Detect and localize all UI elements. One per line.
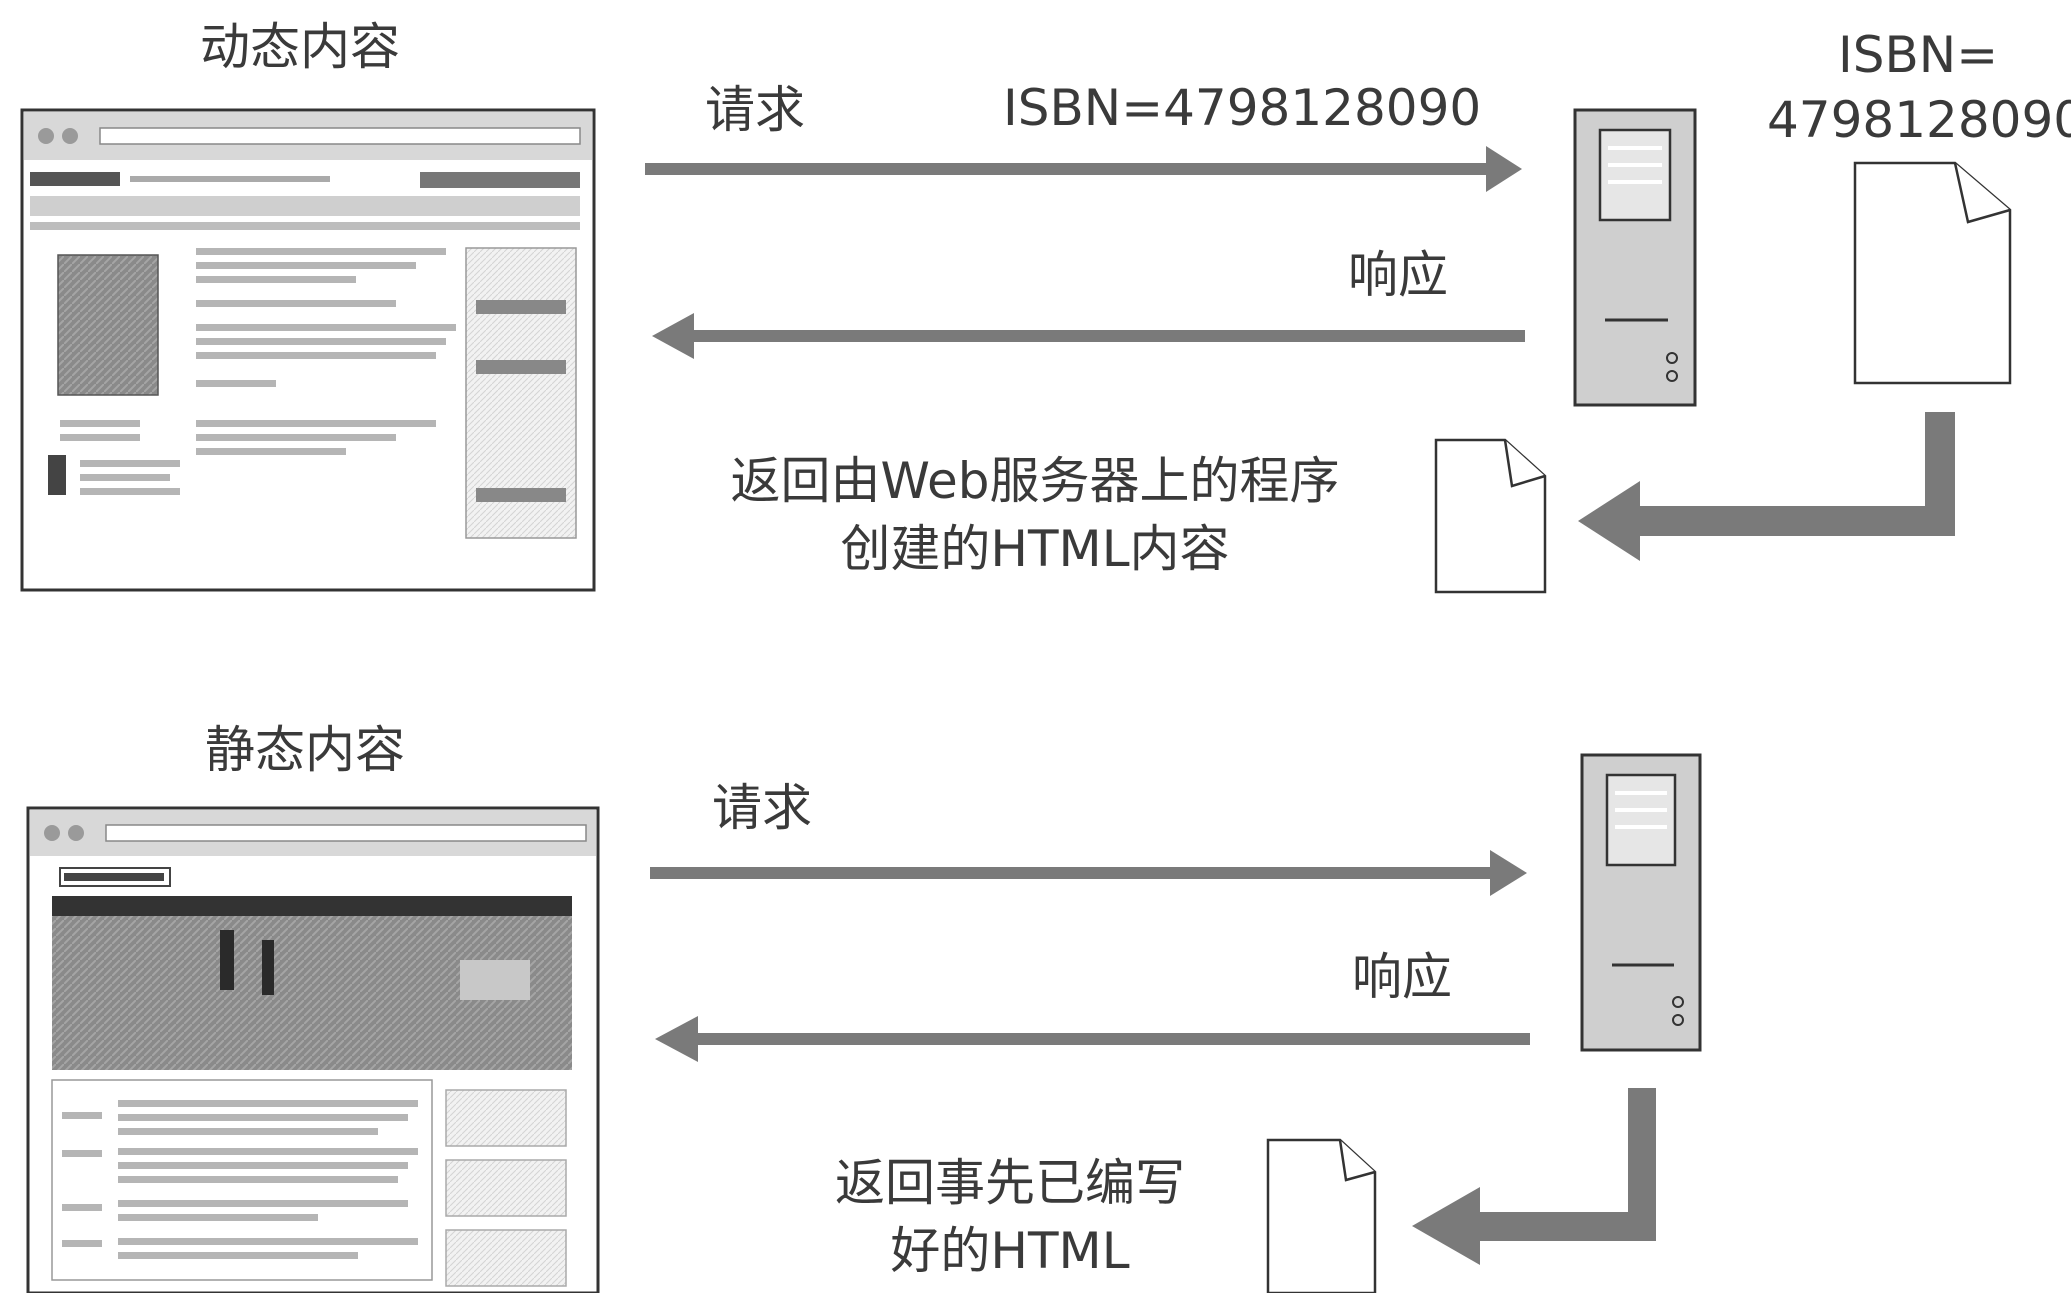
static-caption: 返回事先已编写 好的HTML (790, 1150, 1230, 1285)
dynamic-title: 动态内容 (200, 18, 400, 76)
static-response-arrow-icon (655, 1016, 1530, 1062)
dynamic-return-arrow-icon (1578, 412, 1955, 561)
dynamic-server-icon (1573, 108, 1697, 407)
dynamic-request-arrow-icon (645, 146, 1522, 192)
dynamic-isbn-inline: ISBN=4798128090 (1003, 79, 1482, 137)
static-server-icon (1580, 753, 1702, 1052)
static-caption-line2: 好的HTML (890, 1221, 1130, 1280)
static-request-arrow-icon (650, 850, 1527, 896)
dynamic-response-arrow-icon (652, 313, 1525, 359)
dynamic-caption: 返回由Web服务器上的程序 创建的HTML内容 (705, 448, 1365, 583)
static-caption-line1: 返回事先已编写 (835, 1154, 1185, 1212)
dynamic-html-document-icon (1434, 438, 1547, 594)
dynamic-isbn-prefix: ISBN= (1838, 26, 1999, 84)
dynamic-caption-line2: 创建的HTML内容 (840, 519, 1230, 578)
static-response-label: 响应 (1352, 948, 1452, 1006)
static-html-document-icon (1266, 1138, 1377, 1293)
dynamic-program-document-icon (1853, 161, 2012, 385)
static-return-arrow-icon (1412, 1088, 1656, 1265)
dynamic-response-label: 响应 (1348, 246, 1448, 304)
dynamic-browser-screenshot-icon (20, 108, 596, 592)
dynamic-isbn-number: 4798128090 (1767, 91, 2071, 149)
static-request-label: 请求 (712, 779, 812, 837)
dynamic-caption-line1: 返回由Web服务器上的程序 (730, 452, 1340, 510)
static-browser-screenshot-icon (26, 806, 600, 1293)
dynamic-request-label: 请求 (705, 81, 805, 139)
static-title: 静态内容 (205, 721, 405, 779)
